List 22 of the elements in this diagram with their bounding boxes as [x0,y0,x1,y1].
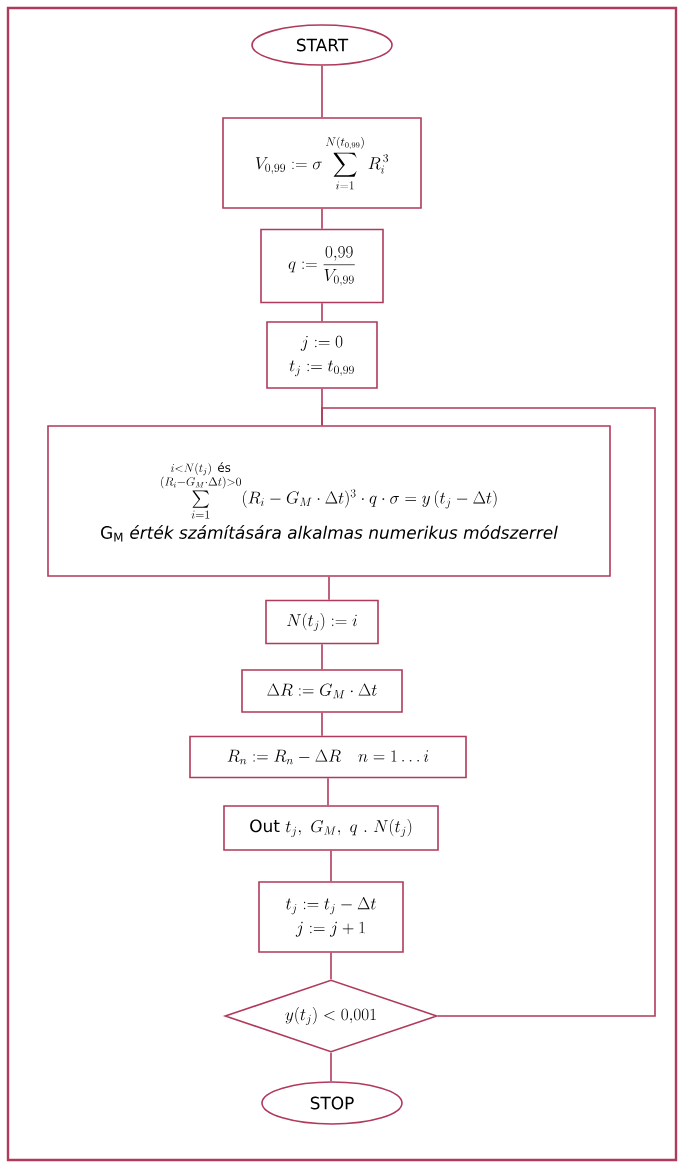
terminal-oval: START [251,24,393,66]
process-box: $\begin{gathered}t_j:=t_j-\Delta t\\ j:=j+1\end{gathered}$ [258,881,404,953]
flow-line [321,643,323,670]
flow-line [328,576,330,601]
process-box: $\mathrm{Out}\ t_j,\ G_M,\ q\ .\ N(t_j)$ [223,805,439,851]
process-box: $q:=\frac{0{,}99}{V_{0,99}}$ [260,228,384,304]
process-box: $\begin{gathered}j:=0\\ t_j:=t_{0,99}\end{gathered}$ [266,321,378,389]
flow-line [321,302,323,322]
process-box: $N(t_j):=i$ [265,599,379,645]
process-box: $V_{0,99}:=\sigma\sum\limits_{i=1}^{N(t_{0,99})}R_i^{\,3}$ [222,117,422,209]
flow-line [330,850,332,882]
flow-line [321,65,323,118]
flow-line [327,777,329,806]
flow-line [330,952,332,980]
process-box: $R_n:=R_n-\Delta R\quad n=1\ldots i$ [189,735,467,779]
flow-line [321,208,323,230]
flow-line [330,1052,332,1082]
process-box: $\Delta R:=G_M\cdot\Delta t$ [241,669,403,713]
terminal-oval: STOP [261,1081,403,1125]
flow-line [321,407,656,1017]
process-box: $\sum\limits_{i=1}^{\substack{i<N(t_j)\ \text{és}\\ (R_i-G_M\cdot\Delta t)>0}}(R_i-G_M\cdot\Delta t)^3\cdot q\cdot\sigma=y\,(t_j-\Delta t)$ G$_{M}$ érték számítására alkalmas numerikus módszerrel [47,425,611,577]
flow-line [321,712,323,737]
